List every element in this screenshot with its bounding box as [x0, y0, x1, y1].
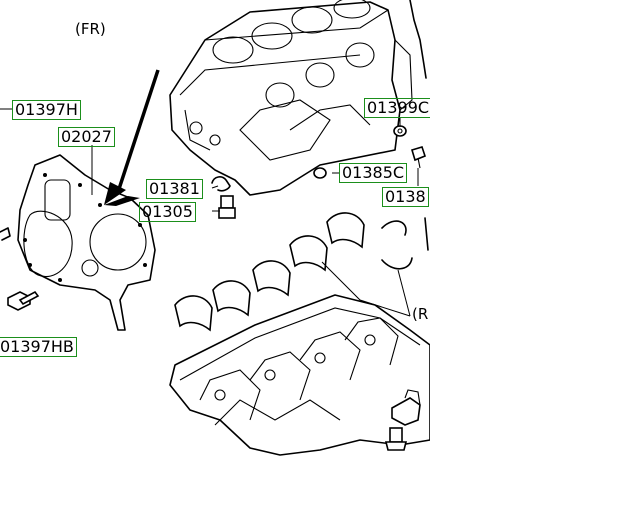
label-01397HB[interactable]: 01397HB [0, 337, 77, 357]
label-r-partial: (R [412, 305, 429, 323]
label-01397H[interactable]: 01397H [12, 100, 81, 120]
label-01399C[interactable]: 01399C [364, 98, 433, 118]
label-01305[interactable]: 01305 [139, 202, 196, 222]
plug-0138 [411, 146, 426, 169]
clip-01381 [211, 176, 231, 192]
gasket [17, 154, 156, 331]
bolt-01305 [218, 195, 236, 219]
label-01381[interactable]: 01381 [146, 179, 203, 199]
bearing-shells [174, 212, 429, 332]
orientation-label: (FR) [75, 20, 106, 38]
engine-block [169, 0, 413, 196]
label-0138[interactable]: 0138 [382, 187, 429, 207]
label-02027[interactable]: 02027 [58, 127, 115, 147]
bolt-bottom-right [384, 427, 408, 451]
blank-area [430, 0, 640, 512]
plug-01385C [313, 167, 327, 179]
washer-01399C [393, 125, 407, 137]
bolt-left-edge [0, 227, 11, 241]
dipstick-tube [409, 0, 427, 79]
label-01385C[interactable]: 01385C [339, 163, 408, 183]
bolt-01397HB [7, 290, 40, 311]
blank-bottom [0, 458, 640, 512]
lower-block [169, 294, 431, 456]
oil-pump-bracket [391, 389, 421, 426]
